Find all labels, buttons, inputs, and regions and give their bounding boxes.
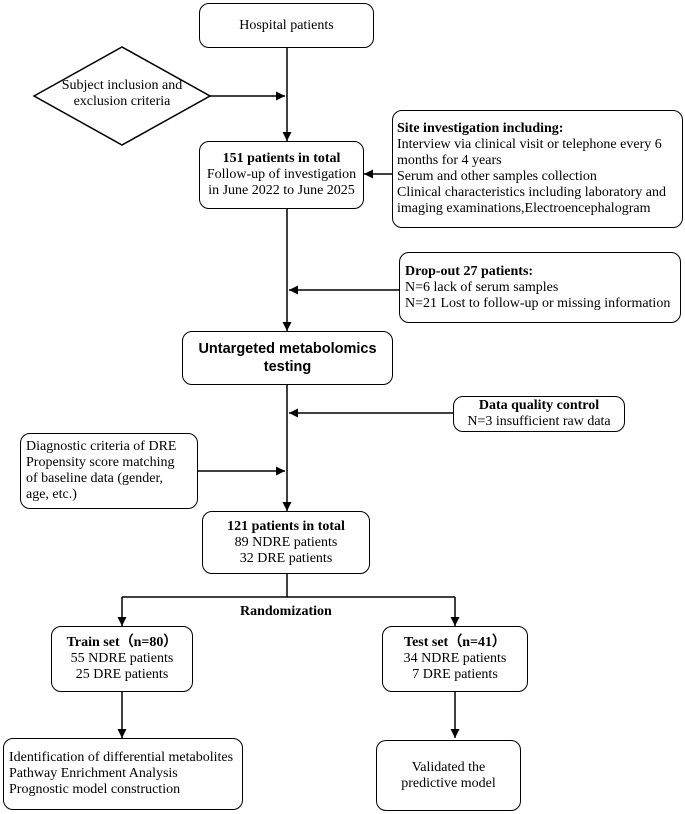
dropout-line: N=6 lack of serum samples [405, 279, 559, 295]
hospital-patients-label: Hospital patients [239, 17, 334, 33]
patients-121-box: 121 patients in total 89 NDRE patients 3… [202, 511, 370, 574]
test-set-box: Test set（n=41） 34 NDRE patients 7 DRE pa… [382, 626, 528, 692]
patients-121-title: 121 patients in total [227, 518, 345, 534]
train-set-line: 55 NDRE patients [70, 651, 174, 666]
diagnostic-line: of baseline data (gender, [26, 471, 164, 486]
diagnostic-line: age, etc.) [26, 487, 77, 502]
test-set-line: 7 DRE patients [412, 667, 498, 682]
train-output-line: Pathway Enrichment Analysis [9, 766, 178, 781]
train-set-title: Train set（n=80） [66, 635, 178, 650]
patients-151-line: in June 2022 to June 2025 [208, 183, 355, 198]
patients-151-title: 151 patients in total [222, 151, 341, 166]
patients-121-line: 32 DRE patients [239, 550, 333, 566]
diagnostic-criteria-box: Diagnostic criteria of DRE Propensity sc… [20, 433, 198, 509]
untargeted-line: testing [263, 359, 312, 375]
site-line: months for 4 years [397, 153, 502, 168]
patients-151-line: Follow-up of investigation [206, 167, 357, 182]
dropout-box: Drop-out 27 patients: N=6 lack of serum … [399, 252, 681, 323]
site-investigation-box: Site investigation including: Interview … [392, 110, 683, 228]
train-set-box: Train set（n=80） 55 NDRE patients 25 DRE … [51, 626, 193, 692]
patients-151-box: 151 patients in total Follow-up of inves… [199, 141, 364, 209]
diagnostic-line: Propensity score matching [26, 455, 175, 470]
site-investigation-title: Site investigation including: [397, 121, 564, 136]
train-output-line: Prognostic model construction [9, 782, 181, 797]
site-line: Serum and other samples collection [397, 169, 597, 184]
criteria-line: Subject inclusion and [61, 78, 183, 93]
test-output-line: predictive model [401, 775, 496, 791]
untargeted-metabolomics-box: Untargeted metabolomics testing [182, 331, 393, 385]
criteria-diamond [32, 46, 212, 146]
site-line: Clinical characteristics including labor… [397, 185, 667, 200]
data-quality-box: Data quality control N=3 insufficient ra… [453, 396, 625, 432]
train-output-box: Identification of differential metabolit… [3, 738, 243, 810]
dropout-line: N=21 Lost to follow-up or missing inform… [405, 295, 671, 311]
criteria-line: exclusion criteria [73, 94, 171, 109]
dropout-title: Drop-out 27 patients: [405, 263, 534, 279]
test-output-line: Validated the [411, 759, 486, 775]
test-set-line: 34 NDRE patients [403, 651, 507, 666]
train-output-line: Identification of differential metabolit… [9, 750, 234, 765]
site-line: imaging examinations,Electroencephalogra… [397, 201, 651, 216]
data-quality-title: Data quality control [478, 398, 600, 413]
test-output-box: Validated the predictive model [376, 740, 521, 811]
data-quality-line: N=3 insufficient raw data [467, 414, 611, 429]
site-line: Interview via clinical visit or telephon… [397, 137, 662, 152]
patients-121-line: 89 NDRE patients [234, 534, 338, 550]
diagnostic-line: Diagnostic criteria of DRE [26, 439, 177, 454]
randomization-label: Randomization [240, 604, 332, 619]
hospital-patients-box: Hospital patients [199, 3, 374, 48]
criteria-label: Subject inclusion and exclusion criteria [54, 78, 190, 110]
test-set-title: Test set（n=41） [404, 635, 506, 650]
train-set-line: 25 DRE patients [75, 667, 169, 682]
untargeted-line: Untargeted metabolomics [198, 341, 377, 357]
